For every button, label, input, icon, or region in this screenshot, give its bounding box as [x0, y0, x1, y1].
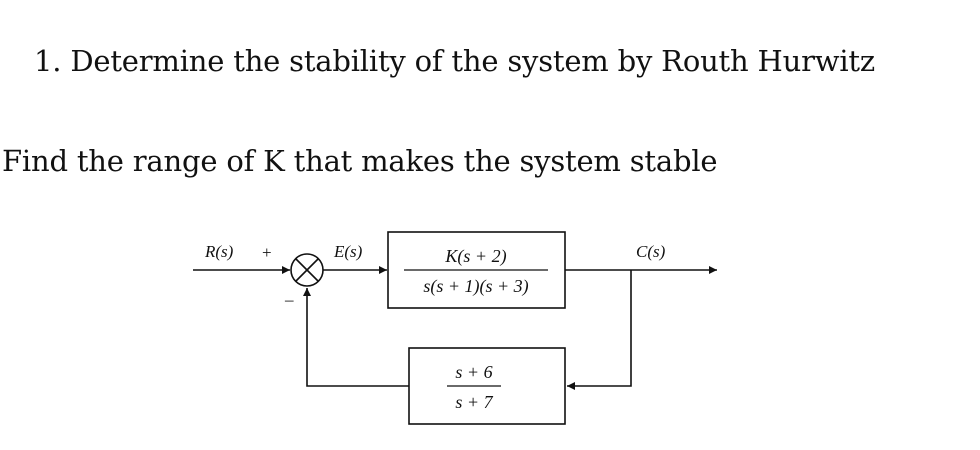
- forward-numerator: K(s + 2): [444, 246, 506, 267]
- feedback-denominator: s + 7: [455, 392, 493, 412]
- question-text: Determine the stability of the system by…: [70, 44, 875, 78]
- plus-sign: +: [262, 243, 272, 262]
- error-label: E(s): [333, 242, 363, 261]
- forward-denominator: s(s + 1)(s + 3): [423, 276, 528, 297]
- feedback-return-line: [303, 288, 409, 387]
- minus-sign: –: [284, 290, 294, 309]
- question-subtitle: Find the range of K that makes the syste…: [2, 144, 718, 178]
- question-title: 1. Determine the stability of the system…: [34, 44, 875, 78]
- feedback-takeoff-line: [567, 270, 632, 390]
- feedback-numerator: s + 6: [455, 362, 492, 382]
- question-number: 1.: [34, 44, 62, 78]
- input-label: R(s): [204, 242, 234, 261]
- summing-junction: [290, 253, 324, 287]
- output-label: C(s): [636, 242, 666, 261]
